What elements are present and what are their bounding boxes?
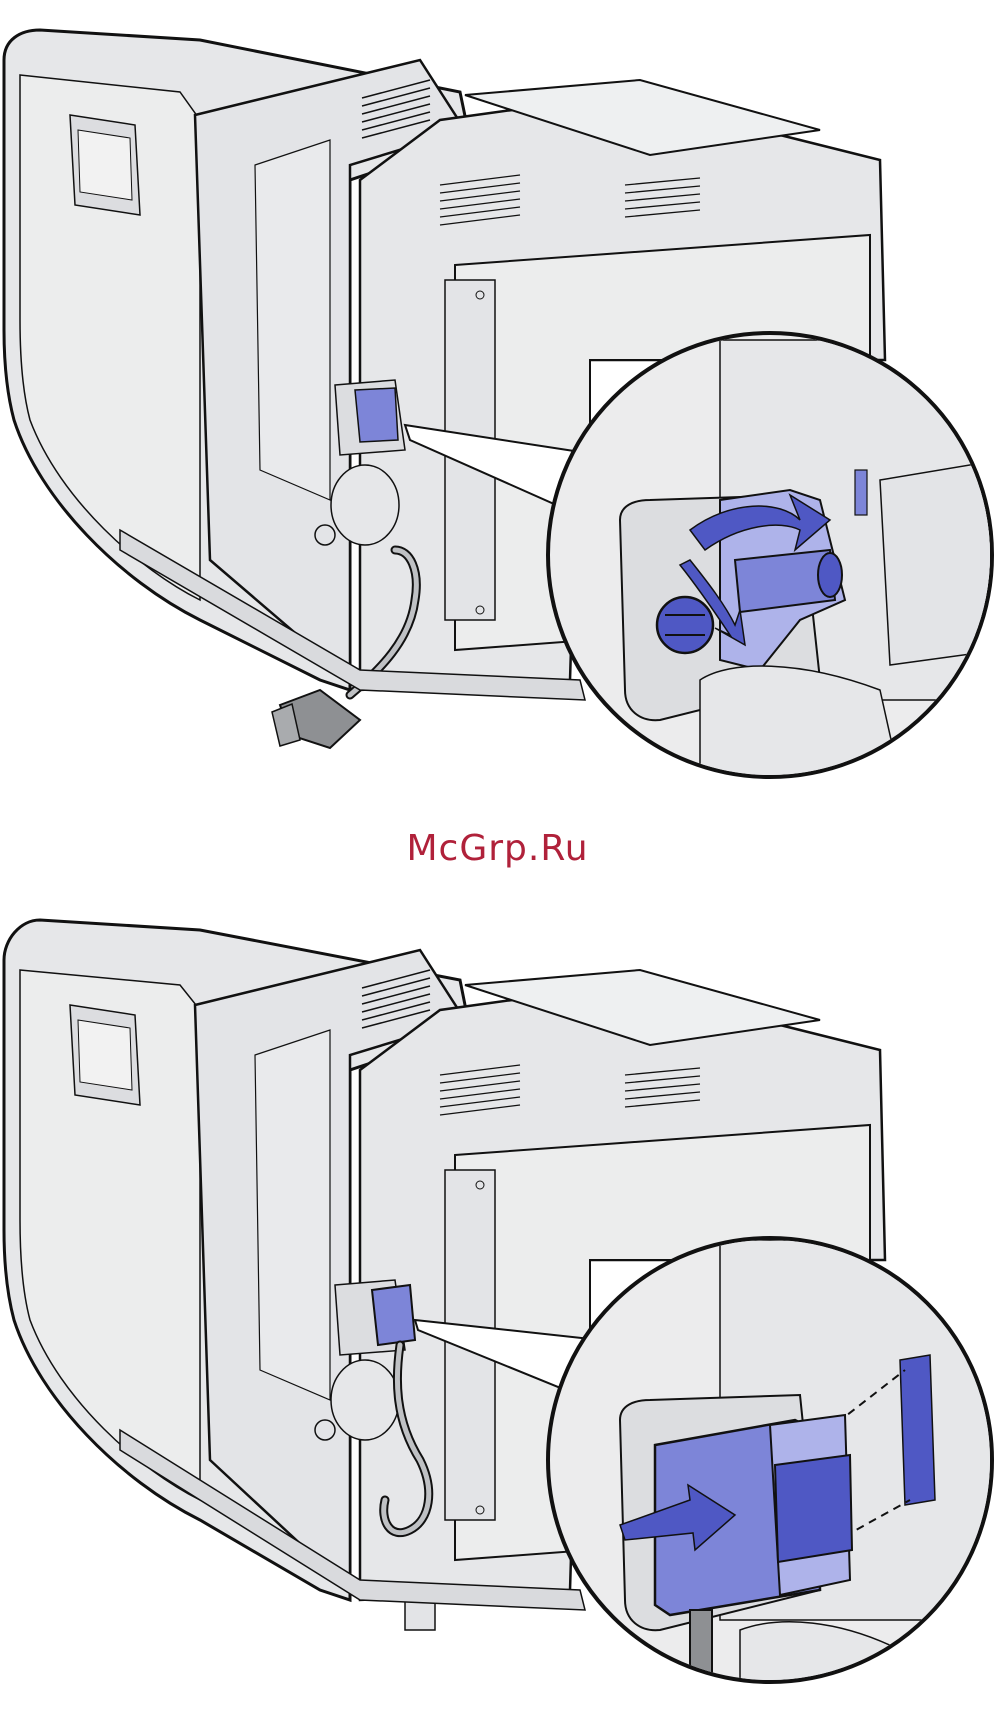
printer-rear-illustration — [0, 0, 995, 820]
watermark-text: McGrp.Ru — [0, 828, 995, 869]
figure-cable-clamp-step — [0, 0, 995, 820]
connector-callout — [548, 1238, 995, 1714]
printer-rear-illustration — [0, 900, 995, 1714]
cable-clamp-callout — [548, 333, 995, 780]
figure-connector-insert-step — [0, 900, 995, 1714]
